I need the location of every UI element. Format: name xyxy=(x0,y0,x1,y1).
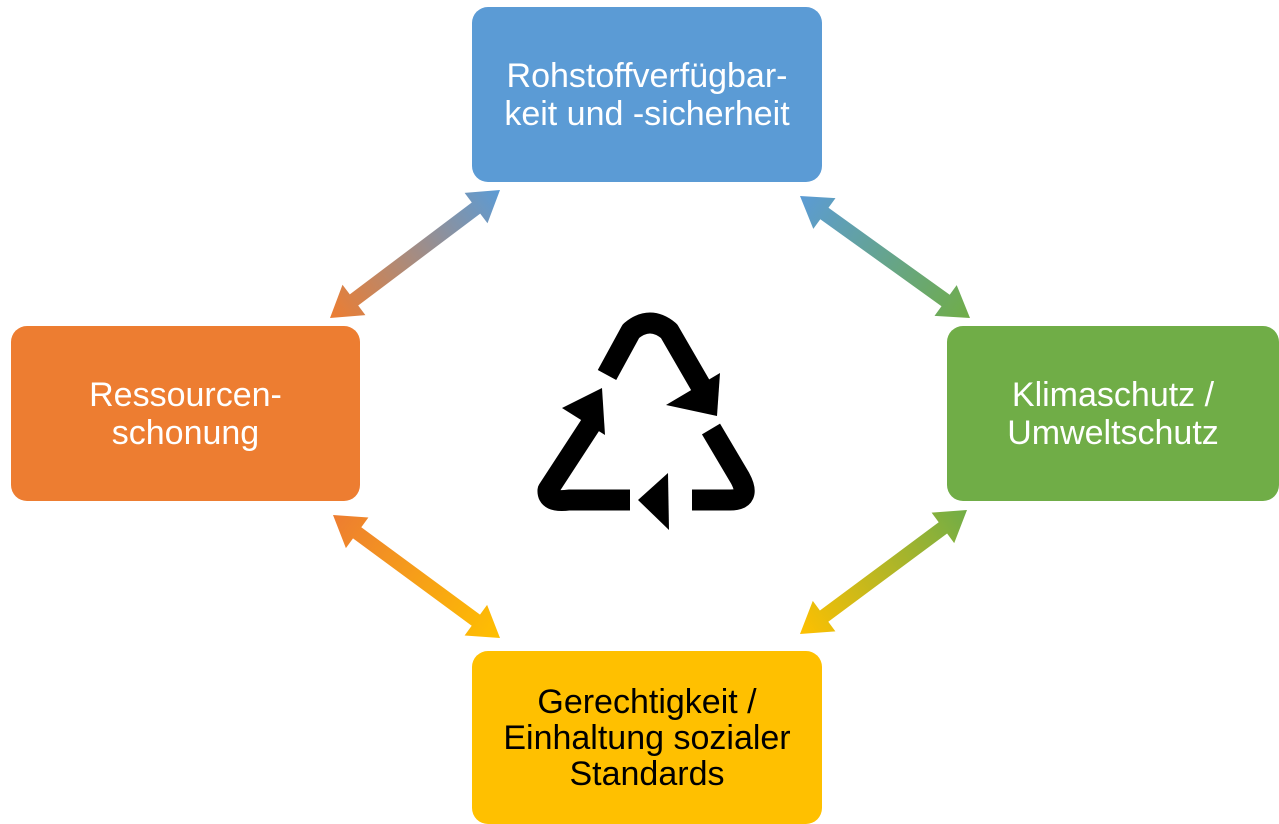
recycle-icon xyxy=(537,312,755,511)
arrow-left-bottom xyxy=(333,515,500,638)
arrow-top-right xyxy=(800,196,970,318)
node-label: Rohstoffverfügbar- keit und -sicherheit xyxy=(504,56,790,133)
node-rohstoffverfuegbarkeit: Rohstoffverfügbar- keit und -sicherheit xyxy=(472,7,822,182)
node-klimaschutz: Klimaschutz / Umweltschutz xyxy=(947,326,1279,501)
node-label: Gerechtigkeit / Einhaltung sozialer Stan… xyxy=(503,682,791,793)
arrow-right-bottom xyxy=(800,510,967,634)
node-label: Ressourcen- schonung xyxy=(89,375,282,452)
node-label: Klimaschutz / Umweltschutz xyxy=(1007,375,1219,452)
node-gerechtigkeit: Gerechtigkeit / Einhaltung sozialer Stan… xyxy=(472,651,822,824)
node-ressourcenschonung: Ressourcen- schonung xyxy=(11,326,360,501)
arrow-top-left xyxy=(330,190,500,318)
